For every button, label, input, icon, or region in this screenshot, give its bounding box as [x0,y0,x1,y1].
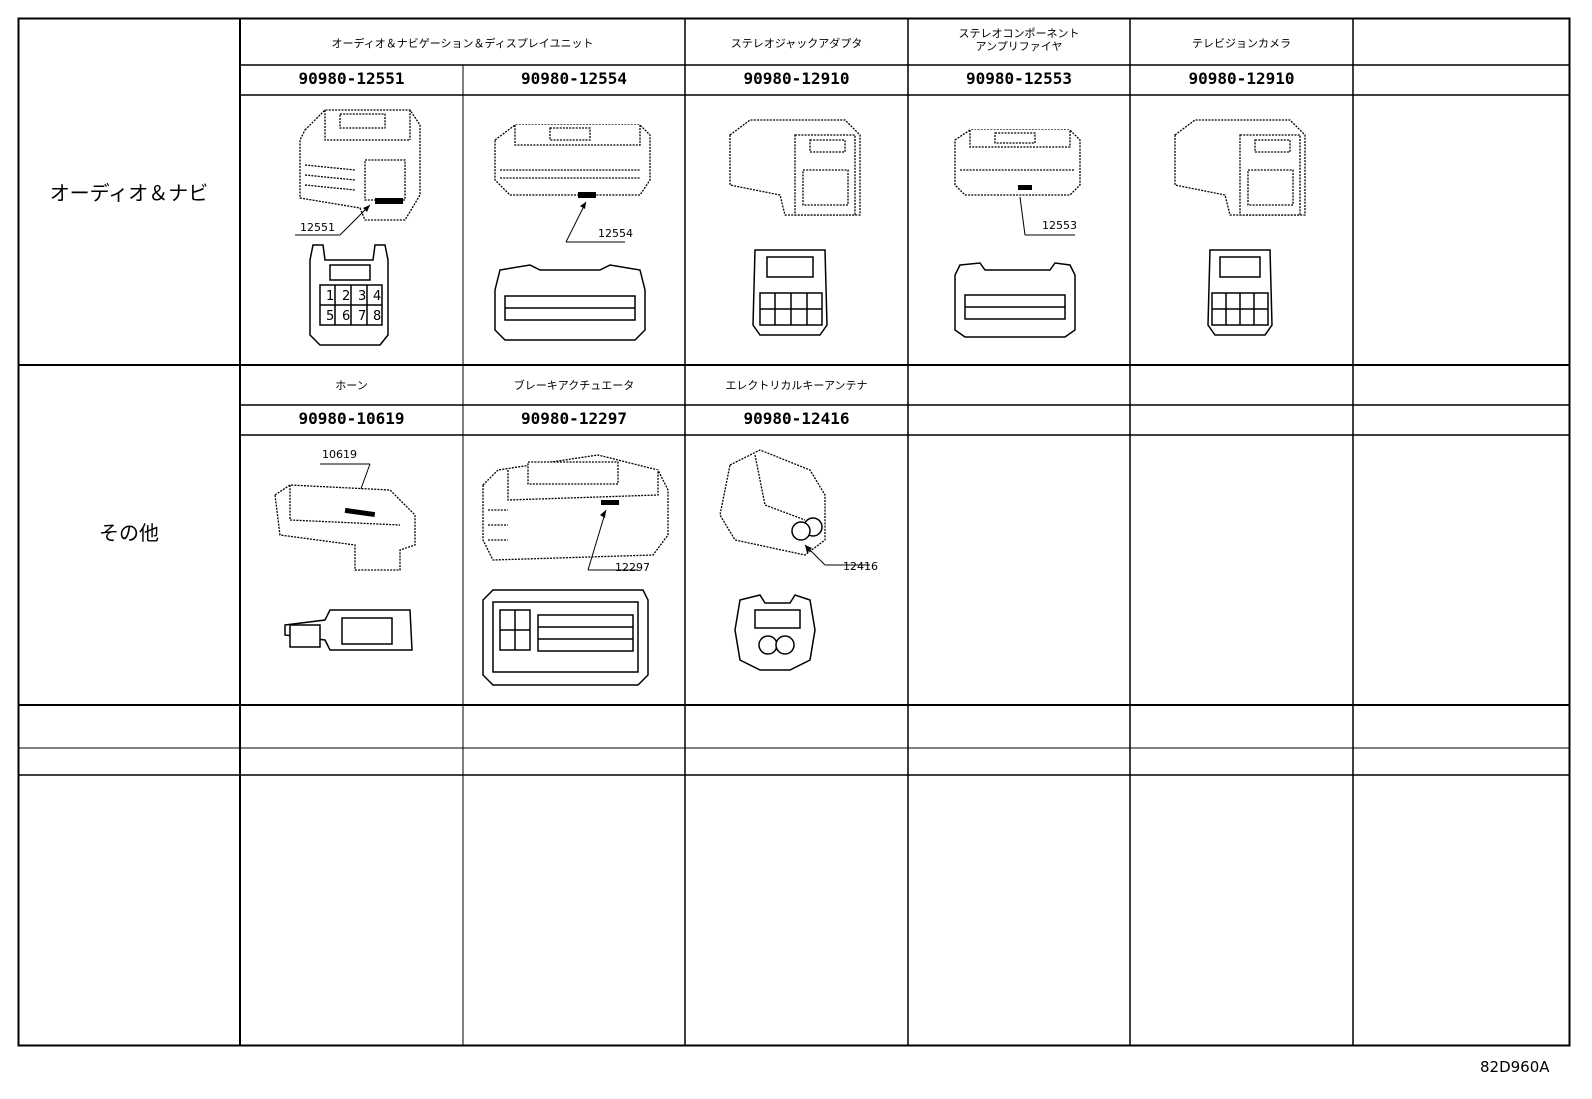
group-label-other: その他 [99,521,159,545]
header-stereo-amp: ステレオコンポーネント アンプリファイヤ [908,27,1130,53]
connector-12551-drawing [295,109,421,346]
part-number-12551: 90980-12551 [298,69,405,88]
header-audio-nav-display: オーディオ＆ナビゲーション＆ディスプレイユニット [331,37,594,50]
pin-8: 8 [373,309,382,324]
pin-3: 3 [358,289,367,304]
part-number-12910-a: 90980-12910 [743,69,850,88]
header-stereo-amp-line2: アンプリファイヤ [975,39,1063,53]
connector-12416-drawing [719,449,870,671]
header-key-antenna: エレクトリカルキーアンテナ [725,379,868,392]
pin-7: 7 [358,309,367,324]
part-number-12297: 90980-12297 [521,409,627,428]
header-stereo-jack-adapter: ステレオジャックアダプタ [730,37,863,50]
group-label-audio-nav: オーディオ＆ナビ [49,181,209,205]
pin-1: 1 [326,289,335,304]
pin-5: 5 [326,309,335,324]
connector-10619-drawing [274,463,416,651]
part-number-12416: 90980-12416 [743,409,850,428]
connector-12910-a-drawing [729,119,861,336]
callout-12553: 12553 [1042,219,1077,232]
header-tv-camera: テレビジョンカメラ [1192,37,1291,50]
pin-2: 2 [342,289,351,304]
part-number-12554: 90980-12554 [521,69,627,88]
header-horn: ホーン [335,379,368,392]
part-number-12910-b: 90980-12910 [1188,69,1295,88]
pin-6: 6 [342,309,351,324]
header-brake-actuator: ブレーキアクチュエータ [513,379,635,392]
callout-10619: 10619 [322,448,357,461]
callout-12551: 12551 [300,221,335,234]
figure-id: 82D960A [1480,1058,1550,1076]
connector-12553-drawing [954,129,1081,338]
connector-12297-drawing [482,454,669,686]
callout-12297: 12297 [615,561,650,574]
part-number-10619: 90980-10619 [298,409,405,428]
connector-12554-drawing [494,124,651,341]
header-stereo-amp-line1: ステレオコンポーネント [958,27,1080,40]
callout-12554: 12554 [598,227,633,240]
callout-12416: 12416 [843,560,878,573]
connector-12910-b-drawing [1174,119,1306,336]
pin-4: 4 [373,289,382,304]
part-number-12553: 90980-12553 [966,69,1072,88]
